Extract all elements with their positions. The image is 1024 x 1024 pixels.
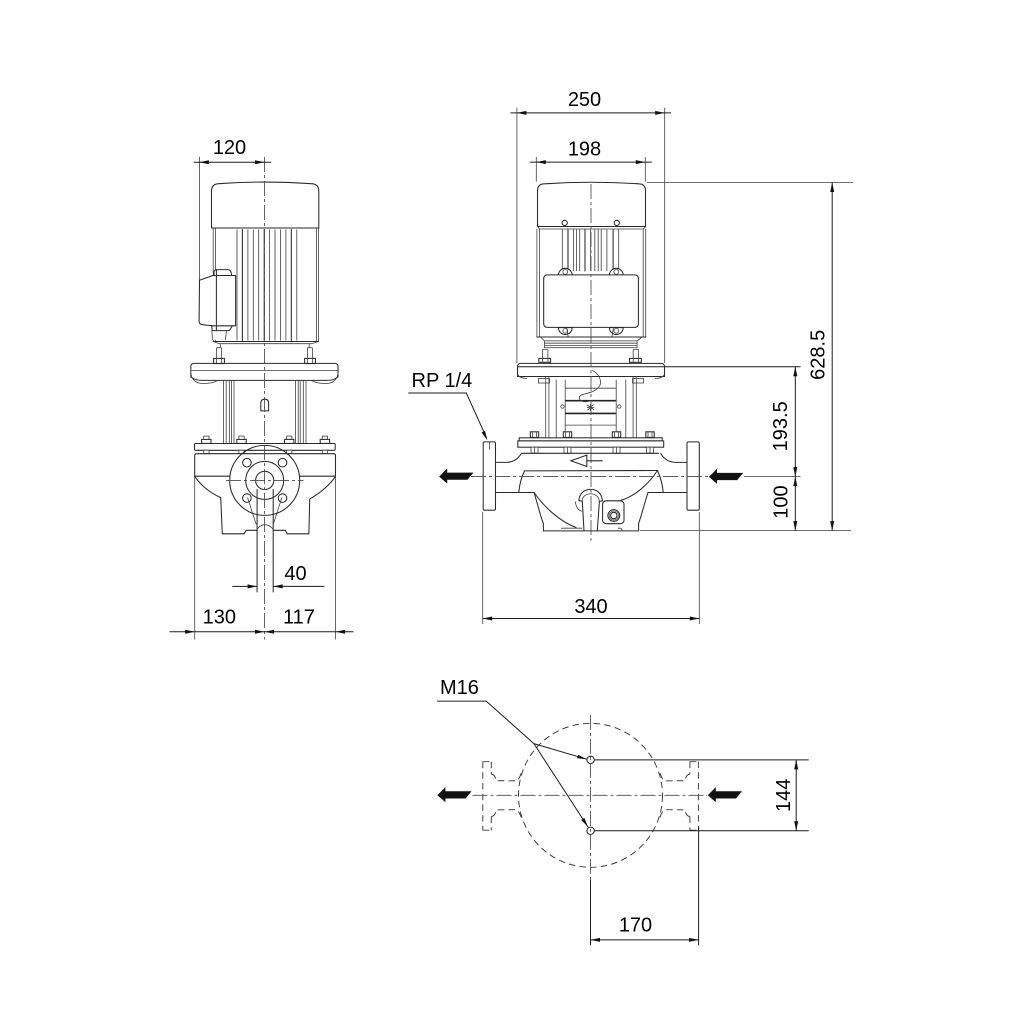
svg-text:193.5: 193.5 [770,401,792,451]
svg-text:120: 120 [213,137,246,159]
svg-text:RP 1/4: RP 1/4 [412,370,473,392]
svg-text:250: 250 [568,89,601,111]
svg-text:628.5: 628.5 [808,330,830,380]
svg-text:340: 340 [574,596,607,618]
svg-text:117: 117 [283,606,315,628]
svg-text:198: 198 [568,138,601,160]
svg-text:170: 170 [619,914,652,936]
svg-text:40: 40 [284,563,306,585]
svg-text:130: 130 [203,606,236,628]
svg-text:100: 100 [770,485,792,518]
svg-text:144: 144 [773,779,795,812]
svg-text:M16: M16 [440,677,479,699]
